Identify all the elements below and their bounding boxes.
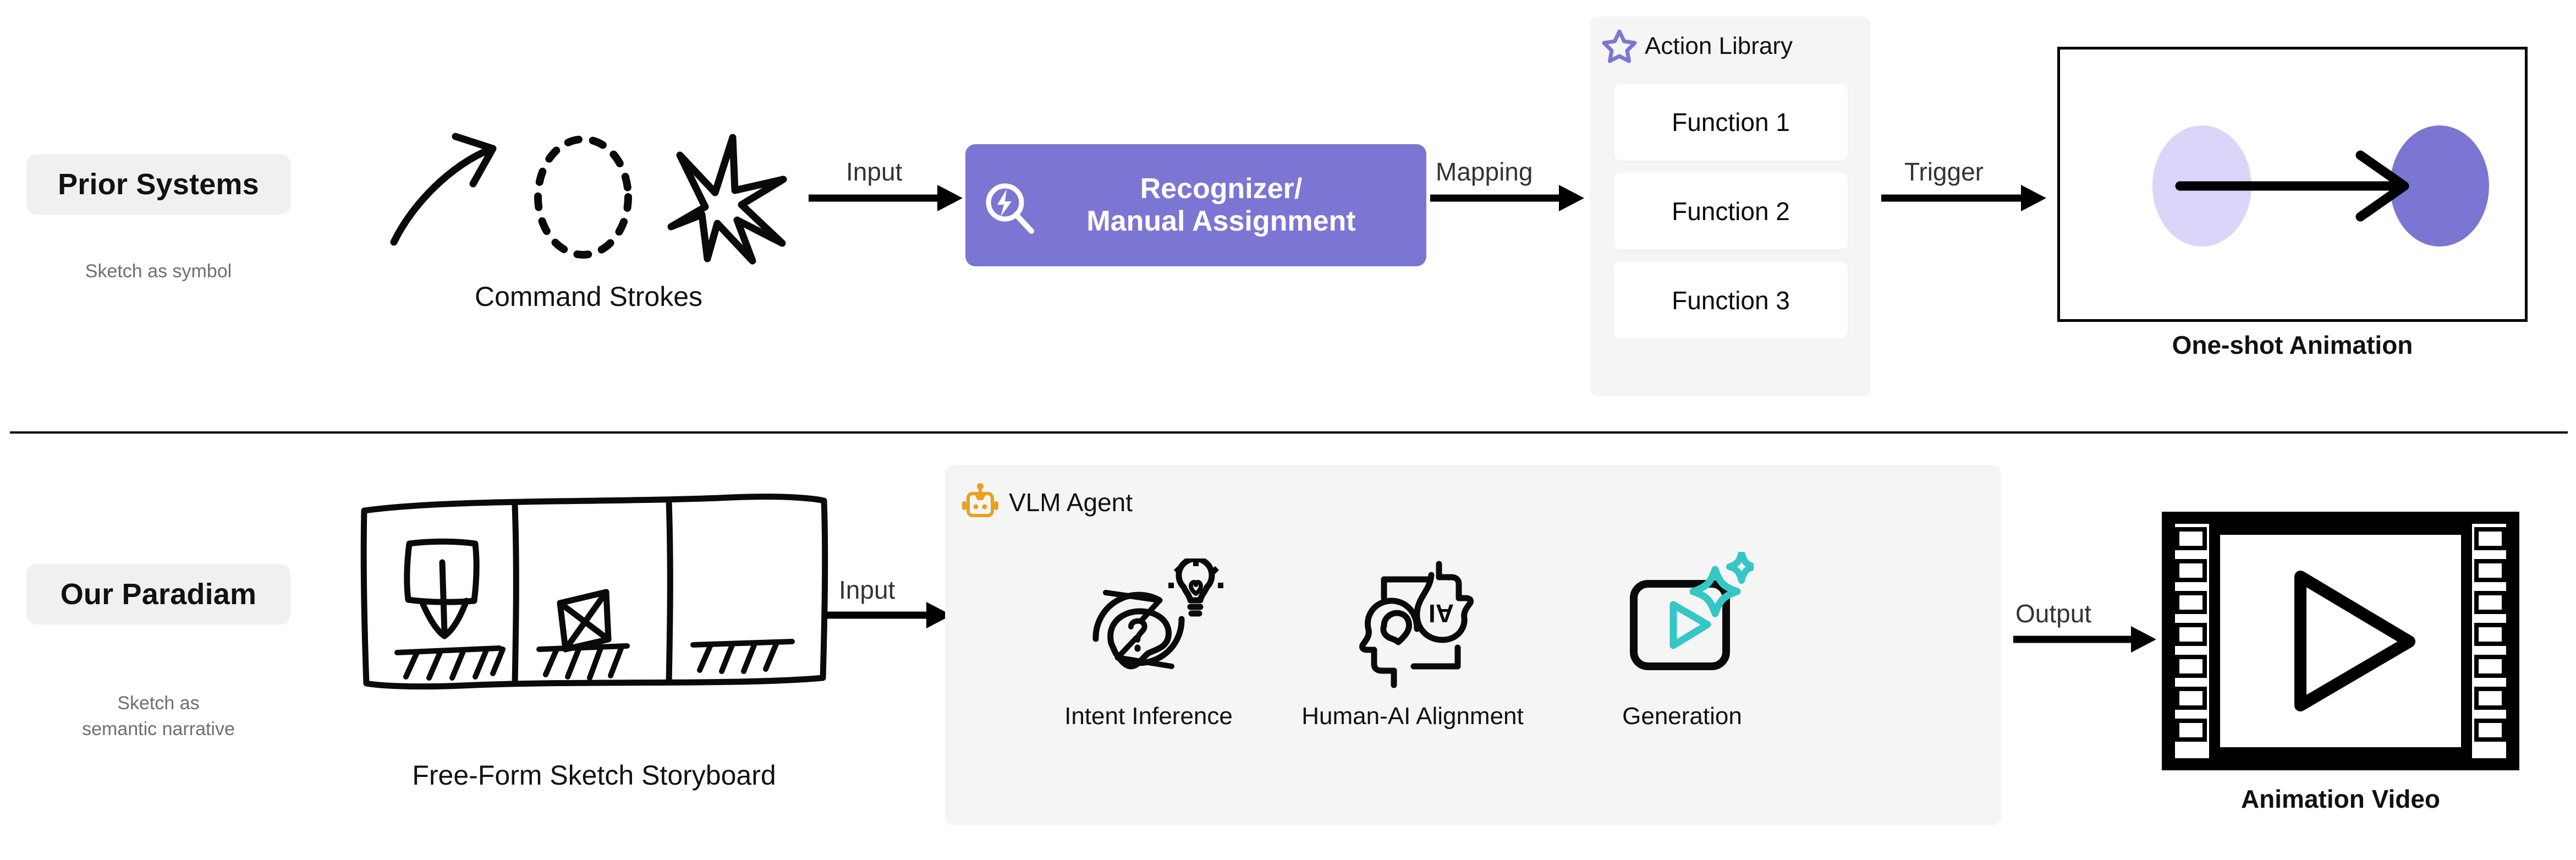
sketch-panel-3-ground: [690, 639, 795, 674]
human-head-ai-head-icon: AI: [1352, 558, 1490, 696]
capability-intent-inference[interactable]: Intent Inference: [1039, 556, 1259, 730]
star-burst-stroke: [667, 134, 787, 265]
command-strokes-group: [385, 127, 792, 275]
arrow-input-bottom: [825, 599, 952, 632]
robot-head-icon: [960, 483, 1000, 522]
sketch-panel-2-ground: [536, 643, 630, 681]
prior-systems-chip: Prior Systems: [26, 154, 290, 215]
function-card-1[interactable]: Function 1: [1614, 84, 1848, 161]
command-strokes-caption: Command Strokes: [474, 281, 703, 312]
arrow-mapping-label: Mapping: [1436, 157, 1533, 186]
function-card-1-label: Function 1: [1672, 108, 1790, 136]
arrow-input-bottom-label: Input: [839, 576, 896, 604]
sketch-panel-2-crossed-box: [557, 589, 612, 653]
vlm-agent-header: VLM Agent: [960, 483, 1133, 522]
hand-drawn-three-panel-storyboard: [352, 484, 836, 715]
arrow-input-top: [809, 182, 963, 215]
animation-video-caption: Animation Video: [2240, 785, 2441, 813]
action-library-panel: Action Library Function 1 Function 2 Fun…: [1590, 17, 1870, 396]
one-shot-animation-frame: [2057, 47, 2528, 322]
sketch-panel-1-box-arrow: [404, 538, 480, 639]
play-frame-sparkle-icon: [1616, 550, 1757, 695]
vlm-agent-title: VLM Agent: [1009, 488, 1133, 517]
star-outline-icon: [1602, 29, 1637, 64]
recognizer-manual-assignment-box[interactable]: Recognizer/ Manual Assignment: [965, 144, 1426, 266]
function-card-3[interactable]: Function 3: [1614, 262, 1848, 339]
magnifier-lightning-icon: [981, 179, 1038, 237]
one-shot-animation-caption: One-shot Animation: [2172, 331, 2413, 359]
arrow-input-top-label: Input: [846, 157, 903, 186]
capability-intent-inference-label: Intent Inference: [1064, 703, 1233, 730]
dashed-ellipse-stroke: [534, 135, 632, 259]
recognizer-title-line1: Recognizer/: [1140, 172, 1303, 205]
arrow-trigger: [1881, 182, 2046, 215]
curved-arrow-stroke: [390, 133, 497, 246]
prior-systems-sublabel: Sketch as symbol: [85, 261, 232, 282]
our-paradigm-sublabel: Sketch as semantic narrative: [26, 691, 290, 742]
row-divider: [10, 431, 2568, 434]
function-card-3-label: Function 3: [1672, 286, 1790, 315]
our-paradigm-chip: Our Paradiam: [26, 564, 290, 625]
capability-human-ai-alignment-label: Human-AI Alignment: [1301, 703, 1524, 730]
our-paradigm-label: Our Paradiam: [60, 578, 257, 611]
our-paradigm-sublabel-line2: semantic narrative: [82, 718, 235, 740]
capability-generation[interactable]: Generation: [1583, 550, 1781, 730]
our-paradigm-sublabel-line1: Sketch as: [117, 693, 200, 714]
target-circle: [2390, 125, 2489, 247]
sketch-panel-1-ground: [394, 645, 506, 681]
question-brain-loop-bulb-icon: [1072, 556, 1226, 691]
capability-generation-label: Generation: [1622, 703, 1742, 730]
capability-human-ai-alignment[interactable]: AI Human-AI Alignment: [1292, 558, 1534, 730]
action-library-title: Action Library: [1645, 32, 1793, 59]
recognizer-title-line2: Manual Assignment: [1086, 205, 1356, 237]
film-strip-play-icon: [2162, 511, 2519, 771]
arrow-output-label: Output: [2015, 599, 2092, 628]
recognizer-label-block: Recognizer/ Manual Assignment: [1030, 173, 1412, 238]
action-library-header: Action Library: [1602, 29, 1793, 64]
function-card-2-label: Function 2: [1672, 197, 1790, 226]
svg-text:AI: AI: [1429, 599, 1454, 628]
storyboard-caption: Free-Form Sketch Storyboard: [412, 760, 776, 791]
function-card-2[interactable]: Function 2: [1614, 173, 1848, 250]
arrow-trigger-label: Trigger: [1904, 157, 1984, 186]
vlm-agent-panel: VLM Agent: [945, 465, 2001, 825]
arrow-mapping: [1430, 182, 1584, 215]
prior-systems-label: Prior Systems: [58, 168, 259, 201]
arrow-output: [2013, 623, 2156, 656]
